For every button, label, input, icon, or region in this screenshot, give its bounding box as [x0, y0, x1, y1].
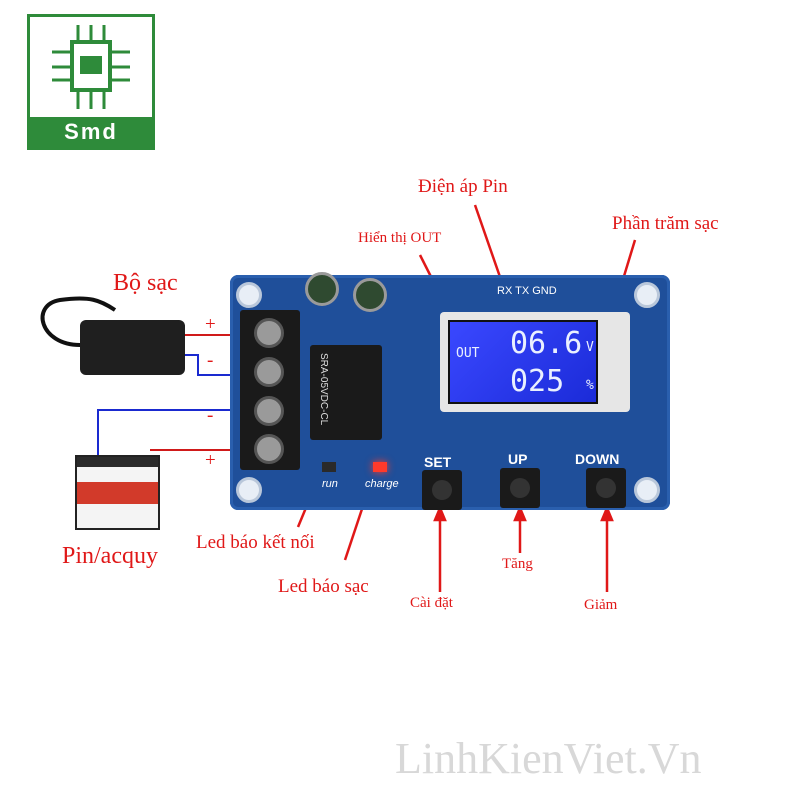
connection-led-label: Led báo kết nối [196, 532, 315, 553]
charger-plus-sign: + [205, 314, 216, 335]
up-button[interactable] [500, 468, 540, 508]
battery-terminal [77, 457, 158, 467]
screw-icon [254, 434, 284, 464]
lcd-screen: OUT 06.6 V 025 % [448, 320, 598, 404]
down-annotation: Giảm [584, 597, 618, 613]
header-pin-label: RX TX GND [497, 285, 557, 297]
lcd-out-indicator: OUT [456, 346, 480, 361]
set-button-label: SET [424, 454, 452, 470]
out-display-label: Hiển thị OUT [358, 230, 442, 246]
relay-label: SRA-05VDC-CL [318, 353, 329, 426]
charger-minus-sign: - [207, 350, 214, 371]
screw-icon [254, 357, 284, 387]
charge-led-annotation: Led báo sạc [278, 576, 369, 597]
relay: SRA-05VDC-CL [310, 345, 382, 440]
screw-icon [254, 318, 284, 348]
screw-icon [254, 396, 284, 426]
charger-label: Bộ sạc [113, 270, 178, 296]
up-button-label: UP [508, 451, 528, 467]
lcd-percent-value: 025 [510, 364, 565, 399]
run-led [322, 462, 336, 472]
battery-minus-sign: - [207, 405, 214, 426]
up-annotation: Tăng [502, 556, 533, 572]
lcd-percent-unit: % [586, 378, 594, 393]
charge-led [373, 462, 387, 472]
battery-voltage-label: Điện áp Pin [418, 176, 508, 197]
set-annotation: Cài đặt [410, 595, 453, 611]
mounting-hole-br [634, 477, 660, 503]
charge-led-label: charge [365, 478, 399, 490]
battery-plus-sign: + [205, 450, 216, 471]
capacitor-icon [305, 272, 339, 306]
screw-terminal-block [240, 310, 300, 470]
down-button[interactable] [586, 468, 626, 508]
battery-label-band [77, 482, 158, 504]
logo-text: Smd [30, 117, 152, 147]
mounting-hole-bl [236, 477, 262, 503]
watermark: LinhKienViet.Vn [395, 734, 702, 783]
charge-percent-label: Phần trăm sạc [612, 213, 719, 234]
capacitor-icon [353, 278, 387, 312]
set-button[interactable] [422, 470, 462, 510]
charger-icon [80, 320, 185, 375]
battery-icon [75, 455, 160, 530]
lcd-voltage-unit: V [586, 340, 594, 355]
down-button-label: DOWN [575, 451, 620, 467]
mounting-hole-tl [236, 282, 262, 308]
lcd-module: OUT 06.6 V 025 % [440, 312, 630, 412]
battery-label: Pin/acquy [62, 543, 158, 569]
mounting-hole-tr [634, 282, 660, 308]
smd-logo: Smd [27, 14, 155, 150]
lcd-voltage-value: 06.6 [510, 326, 583, 361]
chip-icon [52, 25, 130, 109]
run-led-label: run [322, 478, 338, 490]
